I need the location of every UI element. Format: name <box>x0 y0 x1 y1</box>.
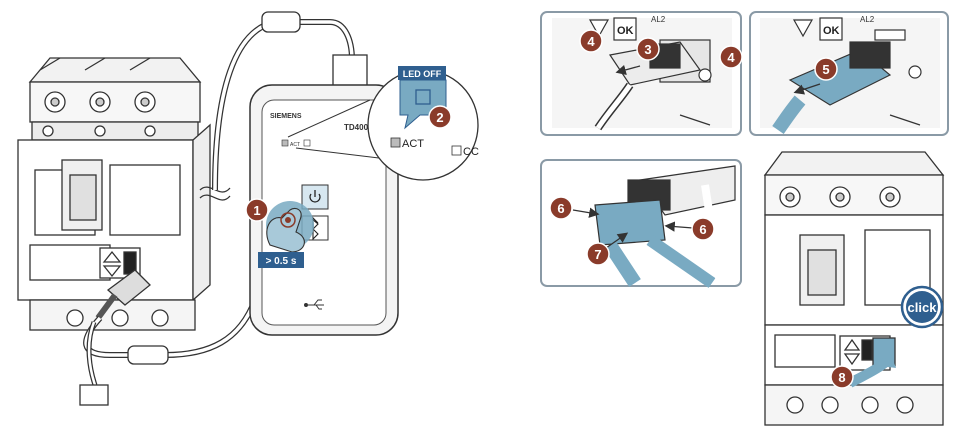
ok-symbol-b: OK <box>823 25 840 37</box>
power-icon <box>309 190 321 203</box>
zoom-callout: LED OFF ACT CC <box>287 66 479 181</box>
device-brand: SIEMENS <box>270 113 302 120</box>
act-label: ACT <box>402 138 424 150</box>
svg-text:7: 7 <box>594 247 601 262</box>
step-badge-4b: 4 <box>719 45 743 69</box>
step-badge-8: 8 <box>830 365 854 389</box>
svg-text:5: 5 <box>822 62 829 77</box>
svg-text:> 0.5 s: > 0.5 s <box>266 256 297 267</box>
step-badge-5: 5 <box>814 57 838 81</box>
step-badge-1: 1 <box>245 198 269 222</box>
click-badge: click <box>900 285 944 329</box>
svg-text:8: 8 <box>838 370 845 385</box>
insert-arrow <box>847 352 896 388</box>
svg-text:6: 6 <box>557 201 564 216</box>
al2-label-a: AL2 <box>651 15 666 24</box>
svg-text:4: 4 <box>727 50 735 65</box>
svg-text:2: 2 <box>436 110 443 125</box>
step-badge-6b: 6 <box>691 217 715 241</box>
svg-text:6: 6 <box>699 222 706 237</box>
al2-label-b: AL2 <box>860 15 875 24</box>
panel-remove-connector: OK AL2 <box>540 11 742 136</box>
svg-text:3: 3 <box>644 42 651 57</box>
click-label: click <box>908 300 938 315</box>
usb-icon <box>304 299 324 310</box>
step-badge-3: 3 <box>636 37 660 61</box>
device-act-small: ACT <box>290 142 300 148</box>
press-duration-label: > 0.5 s <box>258 252 304 268</box>
device-model: TD400 <box>344 123 369 132</box>
svg-text:1: 1 <box>253 203 260 218</box>
step-badge-6a: 6 <box>549 196 573 220</box>
cc-label: CC <box>463 146 479 158</box>
hand-pressing <box>266 201 314 253</box>
ok-symbol-a: OK <box>617 25 634 37</box>
led-off-label: LED OFF <box>403 69 442 79</box>
step-badge-2: 2 <box>428 105 452 129</box>
usb-cable-left <box>79 11 368 406</box>
step-badge-7: 7 <box>586 242 610 266</box>
svg-text:4: 4 <box>587 34 595 49</box>
td400-device: SIEMENS TD400 ACT <box>249 84 399 336</box>
circuit-breaker-left <box>17 57 211 331</box>
step-badge-4a: 4 <box>579 29 603 53</box>
panel-pull-connector: OK AL2 <box>749 11 949 136</box>
